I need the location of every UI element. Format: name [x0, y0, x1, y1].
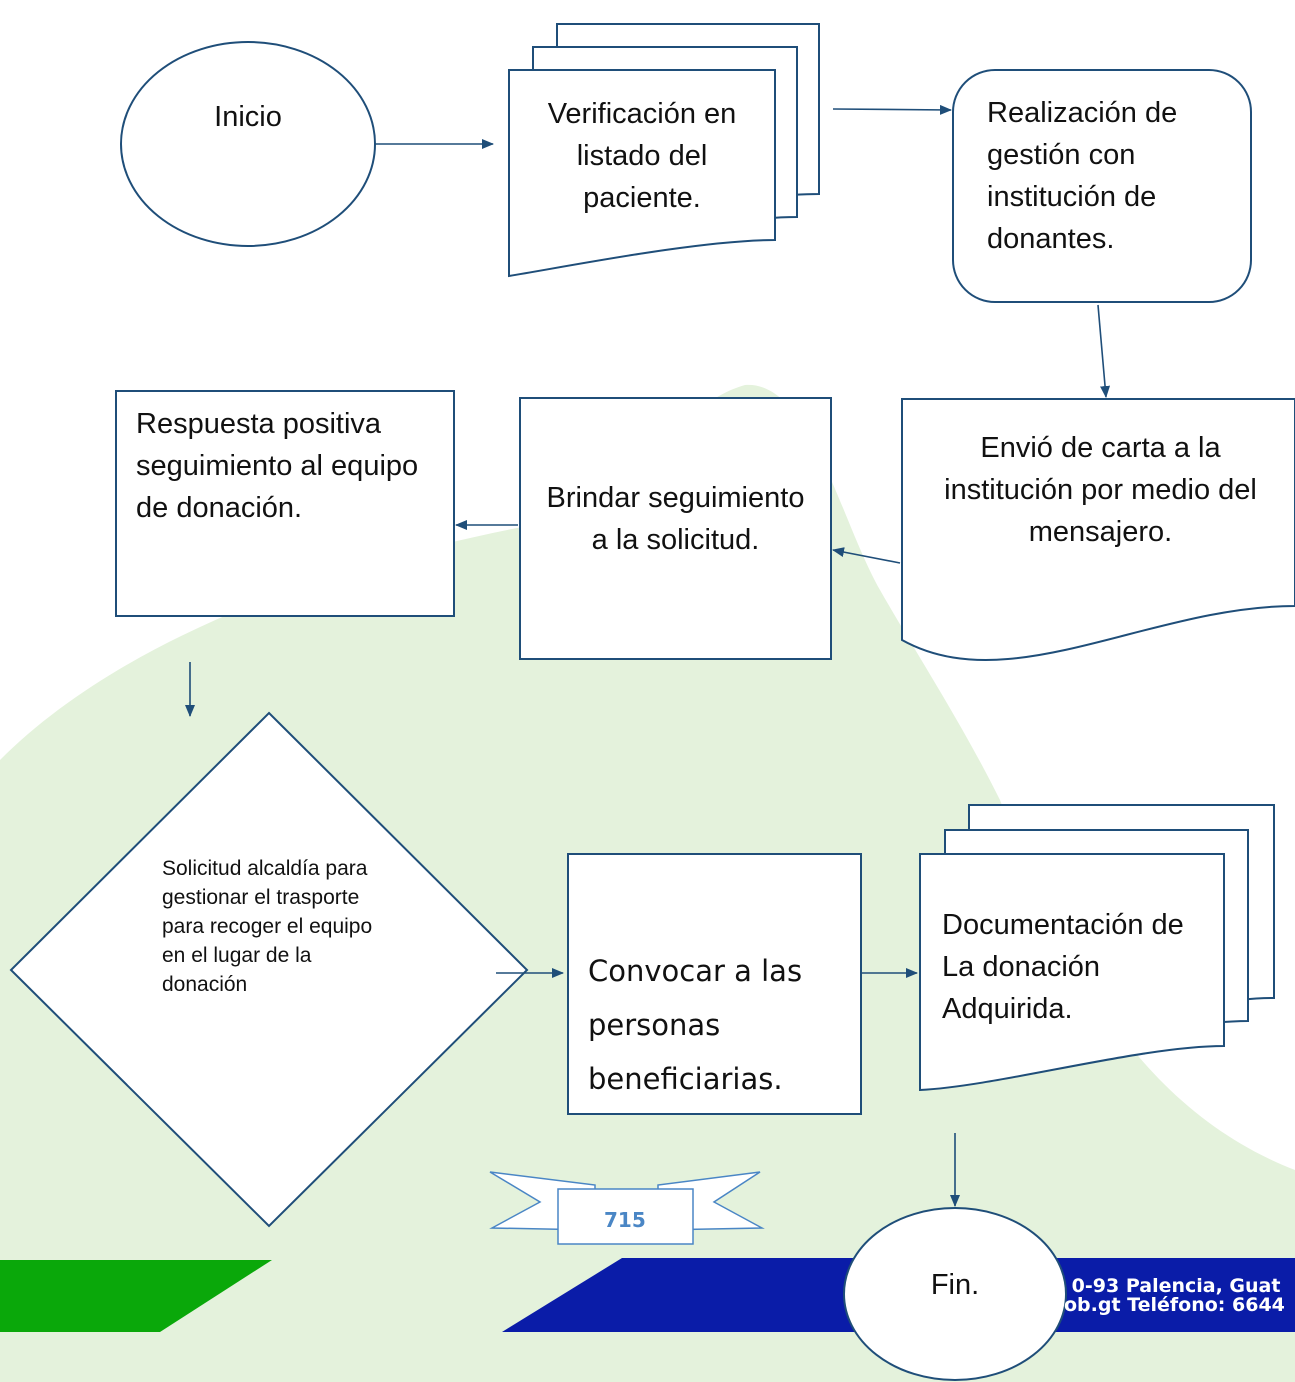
start-label: Inicio — [214, 101, 282, 133]
footer-contact: ob.gt Teléfono: 6644 — [1064, 1294, 1285, 1316]
document-label: Documentación de La donación Adquirida. — [942, 909, 1184, 1025]
verify-label: Verificación en listado del paciente. — [547, 98, 737, 214]
manage-label: Realización de gestión con institución d… — [987, 97, 1178, 255]
end-label: Fin. — [930, 1269, 980, 1301]
verify-node — [508, 23, 820, 278]
positive-node — [115, 390, 455, 617]
start-node — [120, 41, 376, 247]
followup-label: Brindar seguimiento a la solicitud. — [546, 482, 805, 556]
letter-label: Envió de carta a la institución por medi… — [944, 432, 1257, 548]
arrow-letter-followup — [832, 547, 901, 564]
page-number-ribbon — [489, 1171, 765, 1245]
arrow-verify-manage — [832, 104, 952, 115]
letter-node — [901, 398, 1295, 662]
followup-node — [519, 397, 832, 660]
decision-label: Solicitud alcaldía para gestionar el tra… — [162, 857, 373, 996]
document-node — [919, 804, 1275, 1092]
end-node — [843, 1207, 1067, 1381]
arrow-manage-letter — [1097, 304, 1111, 398]
convene-node — [567, 853, 862, 1115]
page-number: 715 — [604, 1208, 646, 1232]
footer-address: o 0-93 Palencia, Guat — [1052, 1275, 1281, 1297]
footer-band-green — [0, 1260, 272, 1332]
decision-node — [9, 711, 529, 1228]
positive-label: Respuesta positiva seguimiento al equipo… — [136, 408, 419, 524]
convene-label: Convocar a las personas beneficiarias. — [588, 954, 803, 1096]
manage-node — [952, 69, 1252, 303]
